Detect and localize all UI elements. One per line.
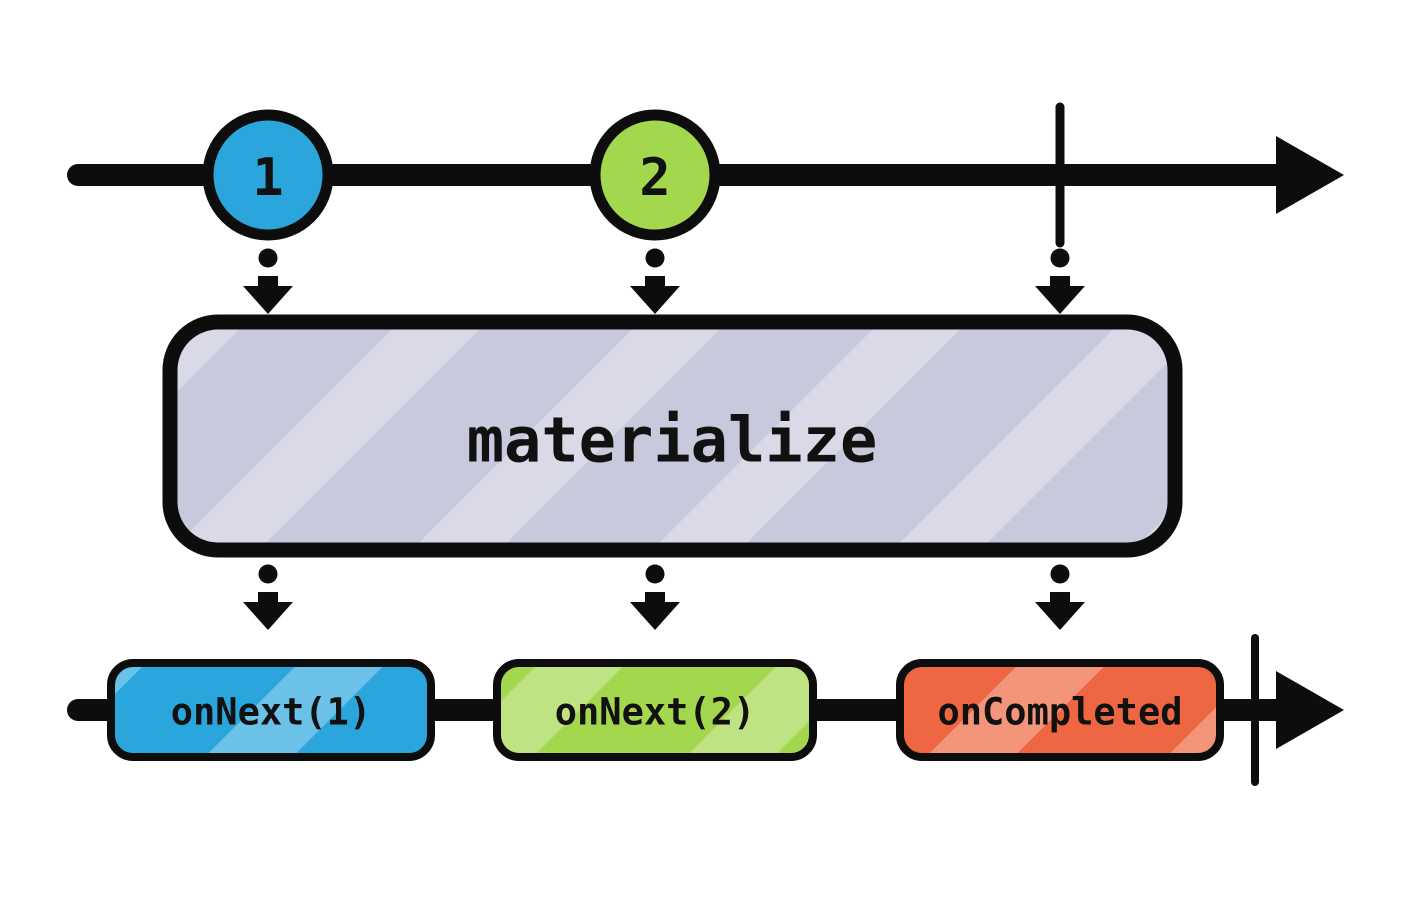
result-event-oncompleted-label: onCompleted <box>937 691 1182 734</box>
result-event-onnext-1-border <box>107 659 435 761</box>
result-event-onnext-2-border <box>493 659 817 761</box>
source-marble-1-label: 1 <box>252 148 283 208</box>
down-arrow-icon <box>630 248 680 314</box>
source-marble-2-label: 2 <box>639 148 670 208</box>
arrows-out-of-operator <box>243 564 1085 630</box>
source-marble-2: 2 <box>589 109 721 241</box>
operator-label: materialize <box>467 404 878 477</box>
result-event-oncompleted: onCompleted <box>896 659 1224 761</box>
source-marble-1: 1 <box>202 109 334 241</box>
result-event-onnext-1-label: onNext(1) <box>171 691 371 734</box>
down-arrow-icon <box>630 564 680 630</box>
down-arrow-icon <box>243 564 293 630</box>
source-marble-1-circle <box>202 109 334 241</box>
result-event-oncompleted-stripes <box>904 667 1216 753</box>
result-event-onnext-2-label: onNext(2) <box>555 691 755 734</box>
source-timeline-arrowhead-icon <box>1276 136 1344 214</box>
arrows-into-operator <box>243 248 1085 314</box>
operator-box: materialize <box>162 314 1183 558</box>
result-timeline-arrowhead-icon <box>1276 671 1344 749</box>
down-arrow-icon <box>1035 248 1085 314</box>
source-timeline: 1 2 <box>67 102 1344 248</box>
result-event-onnext-1-stripes <box>115 667 427 753</box>
down-arrow-icon <box>1035 564 1085 630</box>
result-event-onnext-2-stripes <box>501 667 809 753</box>
source-marble-2-circle <box>589 109 721 241</box>
operator-box-border <box>162 314 1183 558</box>
result-event-onnext-1: onNext(1) <box>107 659 435 761</box>
operator-box-glass-stripes <box>176 328 1169 544</box>
down-arrow-icon <box>243 248 293 314</box>
result-event-onnext-2: onNext(2) <box>493 659 817 761</box>
result-event-oncompleted-border <box>896 659 1224 761</box>
result-timeline: onNext(1) onNext(2) onCompleted <box>67 634 1344 786</box>
